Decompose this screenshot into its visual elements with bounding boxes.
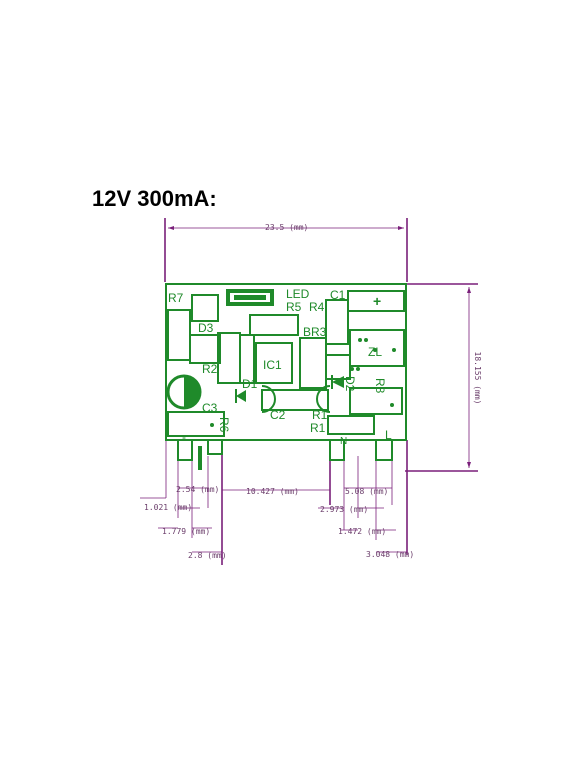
label-r6: R6 [217, 417, 231, 433]
dim-3-048: 3.048 (mm) [366, 550, 414, 559]
label-n: N [340, 436, 347, 447]
pcb-board [165, 283, 407, 470]
label-led: LED [286, 287, 310, 301]
label-r2: R2 [202, 362, 218, 376]
label-r8: R8 [373, 378, 387, 394]
label-d3: D3 [198, 321, 214, 335]
label-r4: R4 [309, 300, 325, 314]
dimension-lines [140, 218, 478, 565]
label-c2: C2 [270, 408, 286, 422]
label-c3: C3 [202, 401, 218, 415]
label-d2: D2 [343, 376, 357, 392]
label-minus: - [182, 430, 186, 444]
label-plus: + [373, 293, 381, 309]
label-r1-upper: R1 [312, 408, 328, 422]
component-labels: R7 D3 LED R5 R4 C1 + BR3 ZL IC1 R2 D1 D2… [168, 287, 392, 447]
dim-1-021: 1.021 (mm) [144, 503, 192, 512]
dim-2-54: 2.54 (mm) [176, 485, 219, 494]
dim-1-472: 1.472 (mm) [338, 527, 386, 536]
label-br3: BR3 [303, 325, 327, 339]
label-r7: R7 [168, 291, 184, 305]
label-d1: D1 [242, 377, 258, 391]
dim-width: 23.5 (mm) [265, 223, 308, 232]
dim-1-779: 1.779 (mm) [162, 527, 210, 536]
label-zl: ZL [368, 345, 382, 359]
dim-5-08: 5.08 (mm) [345, 487, 388, 496]
dim-height: 18.155 (mm) [473, 352, 482, 405]
page-title: 12V 300mA: [92, 186, 217, 211]
label-c1: C1 [330, 288, 346, 302]
label-l: L [385, 428, 392, 442]
dim-10-427: 10.427 (mm) [246, 487, 299, 496]
dim-2-8: 2.8 (mm) [188, 551, 227, 560]
label-r5: R5 [286, 300, 302, 314]
dim-2-973: 2.973 (mm) [320, 505, 368, 514]
label-r1-lower: R1 [310, 421, 326, 435]
label-ic1: IC1 [263, 358, 282, 372]
